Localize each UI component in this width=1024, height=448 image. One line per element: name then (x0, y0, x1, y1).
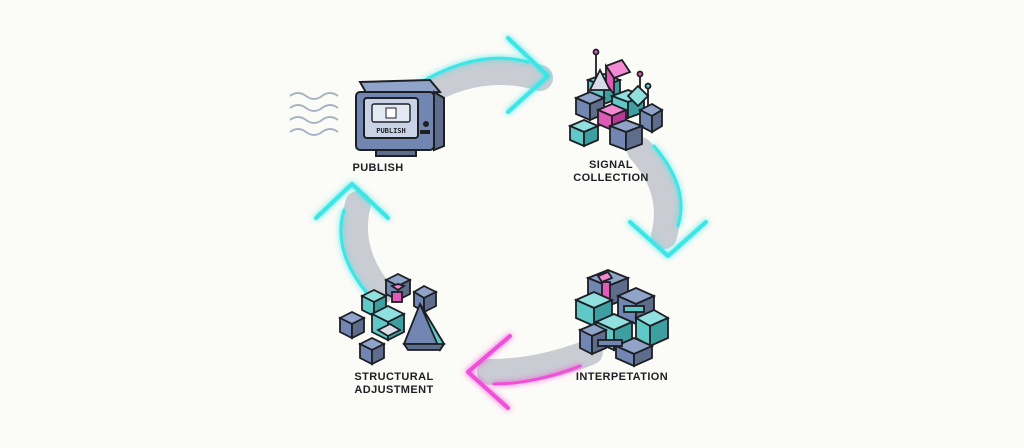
tv-monitor-icon: PUBLISH (289, 78, 445, 157)
arc-signal-to-interpretation (627, 137, 708, 258)
stage-label-interpretation-line: INTERPETATION (575, 371, 669, 383)
stage-label-publish: PUBLISH (342, 162, 414, 175)
stage-label-signal-line-2: COLLECTION (573, 172, 649, 184)
stage-label-structural-adjustment: STRUCTURAL ADJUSTMENT (346, 371, 442, 397)
signal-cube-cluster-icon (567, 48, 664, 152)
stage-label-signal-collection: SIGNAL COLLECTION (566, 159, 656, 185)
stage-label-structural-line-2: ADJUSTMENT (354, 384, 434, 396)
arrowhead-right-icon (628, 220, 708, 258)
interlocking-cubes-icon (573, 269, 670, 368)
scattered-cubes-pyramid-icon (337, 272, 446, 366)
arc-interpretation-to-structural (466, 334, 603, 410)
stage-label-signal-line-1: SIGNAL (589, 159, 633, 171)
stage-label-interpretation: INTERPETATION (570, 371, 674, 384)
signal-waves-icon (289, 92, 339, 136)
tv-screen-text: PUBLISH (376, 127, 406, 135)
arrowhead-left-icon (314, 182, 390, 220)
arrowhead-top-icon (506, 36, 550, 114)
stage-label-publish-line: PUBLISH (352, 162, 404, 174)
stage-label-structural-line-1: STRUCTURAL (354, 371, 434, 383)
arc-structural-to-publish (314, 182, 393, 305)
arrowhead-bottom-icon (466, 334, 512, 410)
